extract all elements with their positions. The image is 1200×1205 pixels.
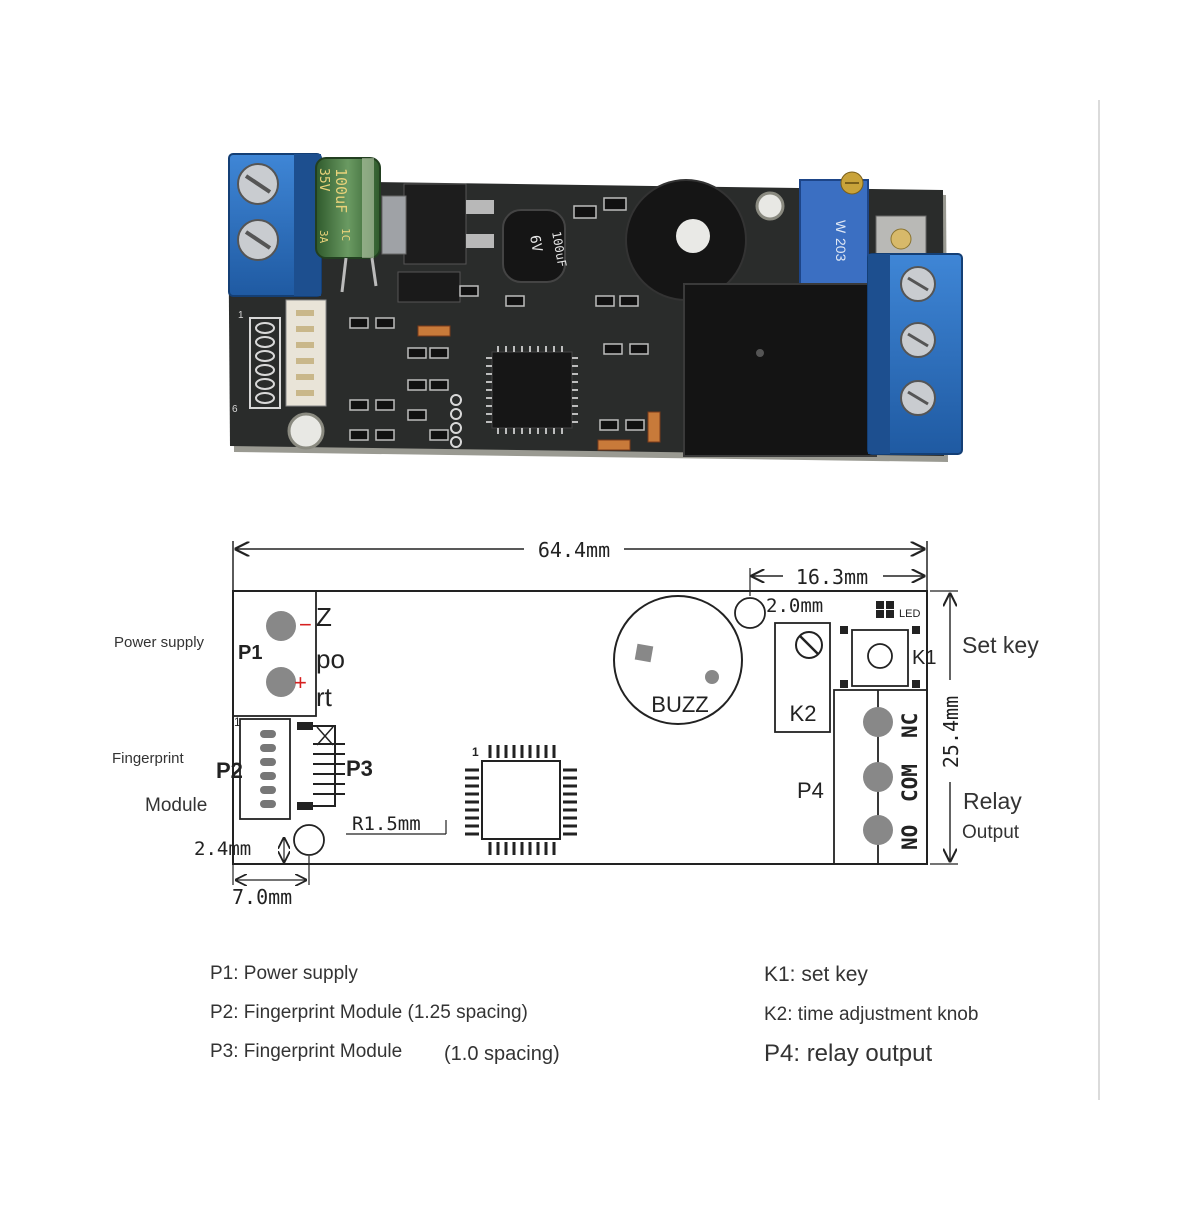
p2-connector [239,718,291,820]
small-capacitor-label: 100uF [549,230,569,268]
buzzer-outline [613,595,743,725]
relay-width-label: 16.3mm [796,565,868,589]
capacitor-voltage: 35V [316,168,331,192]
module-label: Module [145,795,208,816]
pin-mark: 1 [238,310,244,321]
smd-diode [417,325,451,337]
power-terminal-block [228,153,322,297]
legend-k1: K1: set key [764,963,868,986]
smd-diode [597,439,631,451]
led-label: LED [899,608,920,620]
chip-pins [465,745,577,855]
hole-offset-y-label: 2.4mm [194,838,251,860]
relay-terminal-label: NC [898,713,922,738]
p1-connector [232,590,317,717]
pot-marking: W [833,220,849,234]
pin1-mark: 1 [234,715,241,729]
voltage-regulator [403,183,467,265]
relay-terminal-label: NO [898,825,922,850]
relay-label: Relay [963,788,1022,814]
small-capacitor: 6V 100uF [502,209,569,283]
k1-button [840,626,920,688]
p1-text: rt [316,682,333,712]
p1-label: P1 [238,642,262,664]
p1-text: Z [316,602,332,632]
board-photo: 100uF 35V 1C 3A 6V 100uF W 203 [228,153,963,462]
pad-row [249,317,281,409]
relay-terminal-pin [863,707,893,737]
relay-terminal-label: COM [898,764,922,802]
p4-label: P4 [797,778,824,803]
relay-terminal-pin [863,762,893,792]
legend-p2: P2: Fingerprint Module (1.25 spacing) [210,1002,528,1023]
p3-label: P3 [346,756,373,781]
chip-pin1-mark: 1 [472,745,479,759]
p1-text: po [316,644,345,674]
mounting-hole [293,824,325,856]
mounting-hole [287,412,325,450]
relay-terminal-pin [863,815,893,845]
set-key-label: Set key [962,632,1039,658]
power-terminal-pin [266,667,296,697]
electrolytic-capacitor: 100uF 35V 1C 3A [315,157,381,293]
legend-p4: P4: relay output [764,1040,933,1067]
plus-icon: + [294,670,307,695]
capacitor-label-extra: 3A [317,230,330,244]
microcontroller-footprint [481,760,561,840]
pin-mark: 6 [232,404,238,415]
height-dimension-label: 25.4mm [939,696,963,768]
small-capacitor-label: 6V [526,234,545,254]
legend-p3: P3: Fingerprint Module [210,1041,403,1062]
fingerprint-label: Fingerprint [112,750,184,767]
k2-label: K2 [790,701,817,726]
relay [683,283,877,457]
legend-p1: P1: Power supply [210,963,358,984]
minus-icon: − [299,612,312,637]
width-dimension-label: 64.4mm [538,538,610,562]
power-supply-label: Power supply [114,634,205,651]
pot-marking: 203 [833,238,849,262]
hole-top-label: 2.0mm [766,595,823,617]
relay-terminal-block [867,253,963,455]
microcontroller [491,351,573,429]
buzzer-hole [676,219,710,253]
mounting-hole [755,191,785,221]
mounting-hole [734,597,766,629]
smd-components [349,197,649,441]
capacitor-label: 100uF [332,168,350,213]
hole-radius-label: R1.5mm [352,813,421,835]
diode [397,271,461,303]
pin-header [285,299,327,407]
buzzer-label: BUZZ [651,692,708,717]
pad-row [450,394,462,448]
capacitor-label-extra: 1C [339,228,352,241]
p2-pins [260,730,276,808]
p3-connector [297,722,345,810]
p4-terminal-block [833,689,928,865]
k2-potentiometer [774,622,831,733]
potentiometer: W 203 [799,171,869,291]
p2-label: P2 [216,758,243,783]
power-terminal-pin [266,611,296,641]
output-label: Output [962,822,1020,843]
hole-offset-x-label: 7.0mm [232,885,292,909]
smd-diode [647,411,661,443]
legend-k2: K2: time adjustment knob [764,1004,979,1025]
board-drawing: 64.4mm P1 − + Z po rt 1 P2 [194,538,963,909]
legend-p3-spacing: (1.0 spacing) [444,1043,560,1065]
k1-label: K1 [912,647,936,669]
board-outline [232,590,928,865]
